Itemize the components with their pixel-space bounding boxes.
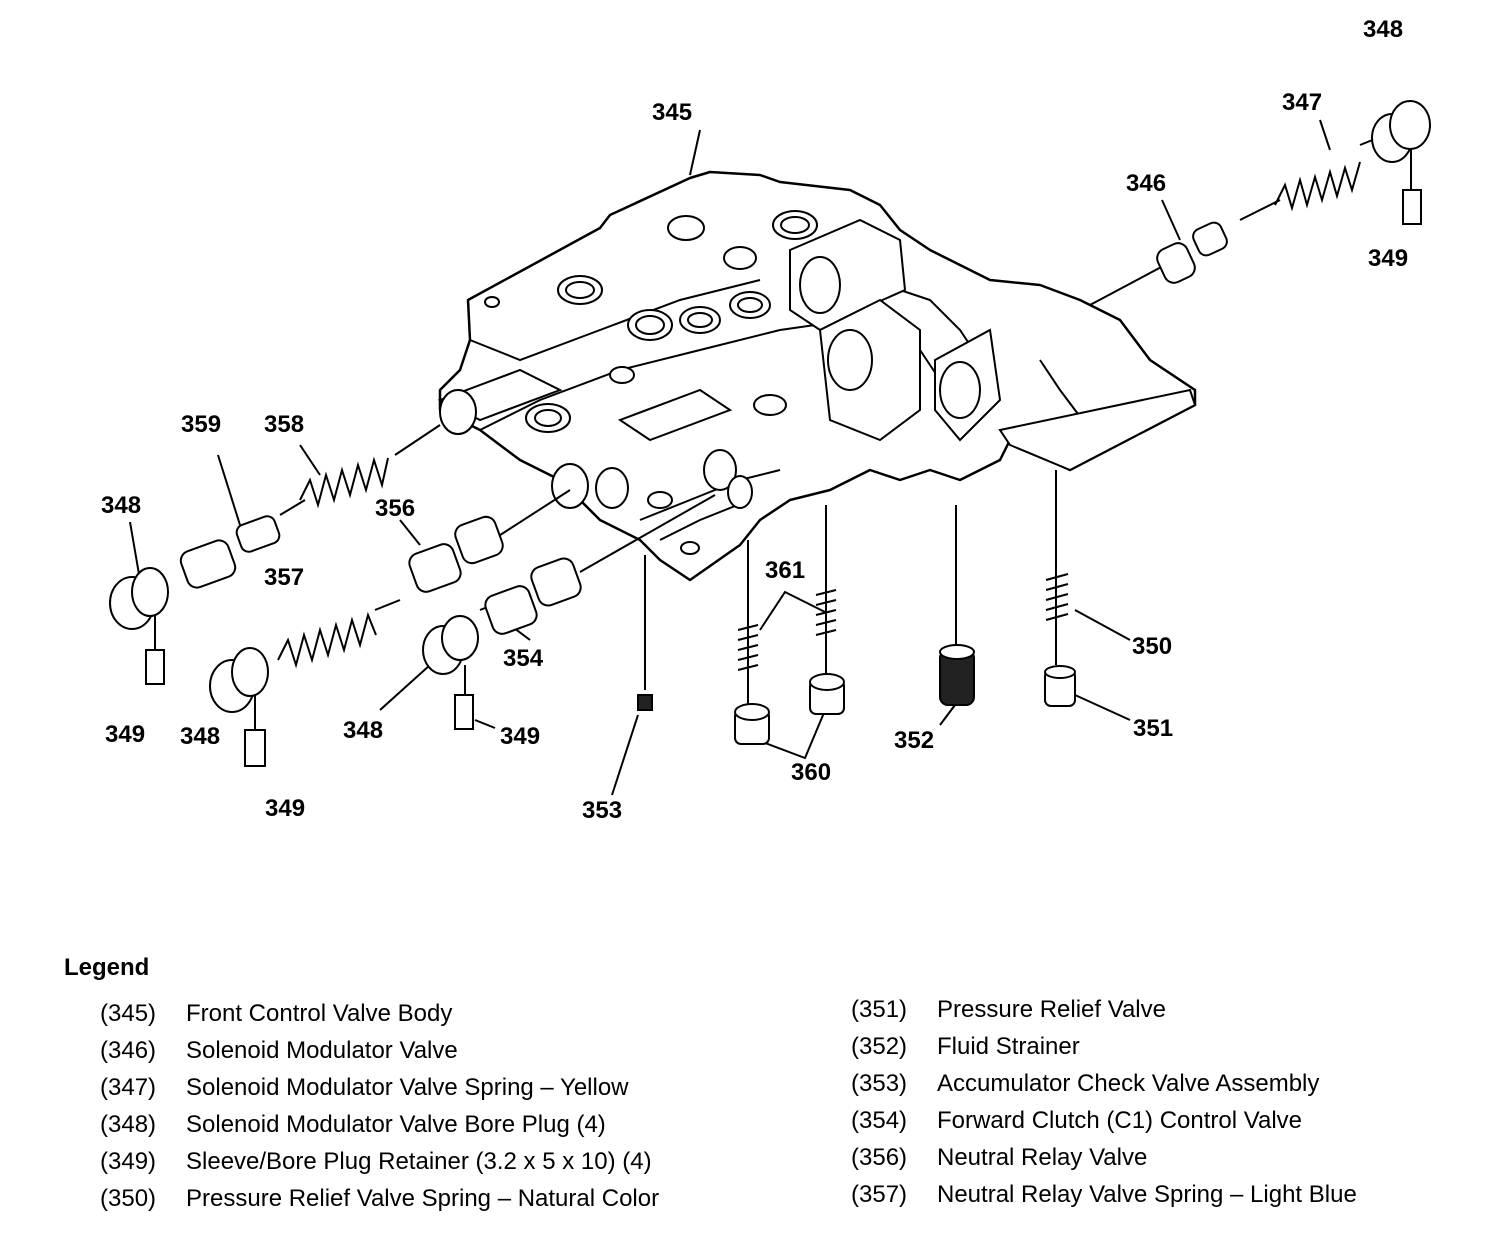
legend-item-number: (346) <box>100 1037 157 1064</box>
legend-item-number: (347) <box>100 1074 157 1101</box>
callout-345: 345 <box>652 99 692 126</box>
legend-item-number: (351) <box>851 996 908 1023</box>
legend-item-number: (353) <box>851 1070 908 1097</box>
callout-348-top: 348 <box>1363 16 1403 43</box>
legend-item-number: (354) <box>851 1107 908 1134</box>
callout-350: 350 <box>1132 633 1172 660</box>
valve-body-illustration: 345 346 347 348 349 359 358 348 356 357 … <box>101 16 1431 824</box>
callout-357: 357 <box>264 564 304 591</box>
callout-347: 347 <box>1282 89 1322 116</box>
legend-item-text: Accumulator Check Valve Assembly <box>937 1070 1320 1097</box>
legend-item-number: (352) <box>851 1033 908 1060</box>
callout-354: 354 <box>503 645 544 672</box>
legend-item-text: Pressure Relief Valve <box>937 996 1166 1023</box>
legend-title: Legend <box>64 954 150 981</box>
legend-item-number: (349) <box>100 1148 157 1175</box>
legend-item-number: (356) <box>851 1144 908 1171</box>
callout-359: 359 <box>181 411 221 438</box>
callout-361: 361 <box>765 557 805 584</box>
callout-346: 346 <box>1126 170 1166 197</box>
callout-353: 353 <box>582 797 622 824</box>
legend-item-text: Solenoid Modulator Valve Bore Plug (4) <box>186 1111 606 1138</box>
callout-352: 352 <box>894 727 934 754</box>
callout-348-lower: 348 <box>180 723 220 750</box>
callout-348-middle: 348 <box>343 717 383 744</box>
callout-356: 356 <box>375 495 415 522</box>
legend-item-number: (345) <box>100 1000 157 1027</box>
callout-348-left: 348 <box>101 492 141 519</box>
callout-349-middle: 349 <box>500 723 540 750</box>
legend-item-number: (357) <box>851 1181 908 1208</box>
callout-labels: 345 346 347 348 349 359 358 348 356 357 … <box>101 16 1408 824</box>
legend-item-text: Neutral Relay Valve <box>937 1144 1148 1171</box>
legend-item-text: Neutral Relay Valve Spring – Light Blue <box>937 1181 1357 1208</box>
callout-349-left: 349 <box>105 721 145 748</box>
legend-item-text: Front Control Valve Body <box>186 1000 453 1027</box>
front-control-valve-body <box>437 170 1197 582</box>
callout-360: 360 <box>791 759 831 786</box>
callout-358: 358 <box>264 411 304 438</box>
callout-349-top: 349 <box>1368 245 1408 272</box>
legend-item-text: Sleeve/Bore Plug Retainer (3.2 x 5 x 10)… <box>186 1148 652 1175</box>
legend-item-text: Solenoid Modulator Valve <box>186 1037 458 1064</box>
valve-parts <box>109 100 1431 767</box>
callout-349-bottom: 349 <box>265 795 305 822</box>
exploded-diagram: 345 346 347 348 349 359 358 348 356 357 … <box>101 16 1431 824</box>
legend-item-number: (350) <box>100 1185 157 1212</box>
legend-item-text: Pressure Relief Valve Spring – Natural C… <box>186 1185 660 1212</box>
legend-item-text: Fluid Strainer <box>937 1033 1080 1060</box>
legend-item-text: Solenoid Modulator Valve Spring – Yellow <box>186 1074 629 1101</box>
legend: Legend (345) Front Control Valve Body (3… <box>0 940 1504 1250</box>
callout-351: 351 <box>1133 715 1173 742</box>
legend-item-number: (348) <box>100 1111 157 1138</box>
legend-item-text: Forward Clutch (C1) Control Valve <box>937 1107 1303 1134</box>
